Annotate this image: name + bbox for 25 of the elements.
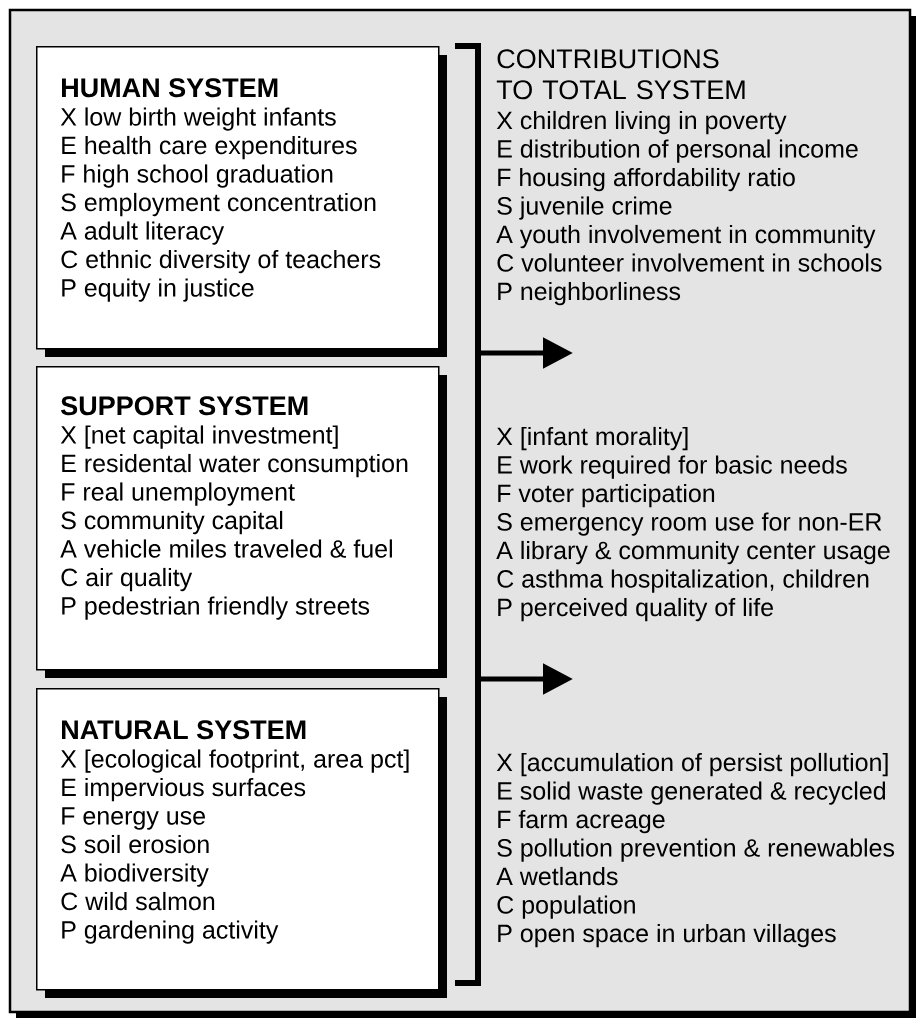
list-item: E distribution of personal income [498, 139, 858, 163]
list-item: P open space in urban villages [498, 923, 836, 948]
list-item: X [infant morality] [496, 426, 688, 451]
system-box: NATURAL SYSTEM X [ecological footprint, area pct] E impervious surfaces F energy use S soil erosion A biodiversity C wild salmon P gardening activity [36, 688, 447, 998]
list-item: C asthma hospitalization, children [497, 569, 869, 593]
list-item: F farm acreage [498, 809, 665, 834]
list-item: E work required for basic needs [498, 455, 847, 479]
list-item: P neighborliness [498, 281, 681, 306]
list-item: X [accumulation of persist pollution] [496, 752, 888, 777]
list-item: E solid waste generated & recycled [498, 781, 886, 805]
list-item: C population [497, 895, 635, 919]
list-item: X children living in poverty [496, 110, 787, 135]
list-item: S pollution prevention & renewables [497, 838, 895, 862]
system-box: HUMAN SYSTEM X low birth weight infants E health care expenditures F high school graduation S employment concentration A adult literacy C ethnic diversity of teachers P equity in justice [36, 46, 447, 357]
system-box: SUPPORT SYSTEM X [net capital investment] E residental water consumption F real unemployment S community capital A vehicle miles traveled & fuel C air quality P pedestrian friendly streets [36, 366, 447, 678]
list-item: F voter participation [498, 483, 715, 508]
list-item: S juvenile crime [497, 196, 672, 220]
list-item: A youth involvement in community [496, 224, 876, 249]
list-item: A library & community center usage [496, 540, 890, 565]
column-heading: CONTRIBUTIONS TO TOTAL SYSTEM [496, 49, 745, 100]
list-item: C volunteer involvement in schools [497, 253, 882, 272]
list-item: A wetlands [496, 866, 618, 886]
list-item: P perceived quality of life [498, 597, 773, 622]
list-item: F housing affordability ratio [498, 167, 795, 192]
list-item: S emergency room use for non-ER [497, 512, 882, 536]
